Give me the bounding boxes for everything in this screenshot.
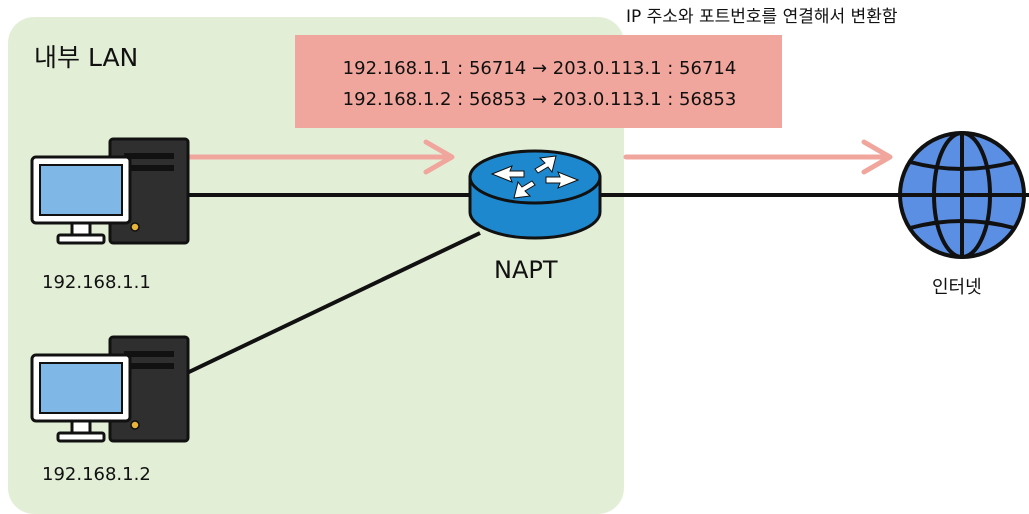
mapping-row-1: 192.168.1.1 : 56714 → 203.0.113.1 : 5671… [342, 58, 737, 79]
desktop-computer-icon [30, 335, 190, 443]
internet-label: 인터넷 [932, 277, 982, 298]
flow-arrow-lan [185, 139, 455, 175]
lan-label: 내부 LAN [34, 43, 139, 72]
flow-arrow-internet [623, 139, 893, 175]
napt-label: NAPT [494, 256, 558, 284]
pc2-ip-label: 192.168.1.2 [42, 464, 151, 485]
translation-note: IP 주소와 포트번호를 연결해서 변환함 [626, 7, 898, 27]
link-pc2-router [167, 231, 481, 384]
pc1-ip-label: 192.168.1.1 [42, 272, 151, 293]
mapping-row-2: 192.168.1.2 : 56853 → 203.0.113.1 : 5685… [342, 89, 737, 110]
desktop-computer-icon [30, 137, 190, 245]
napt-mapping-table [295, 35, 782, 128]
router-icon [468, 149, 602, 240]
globe-icon [898, 131, 1026, 259]
